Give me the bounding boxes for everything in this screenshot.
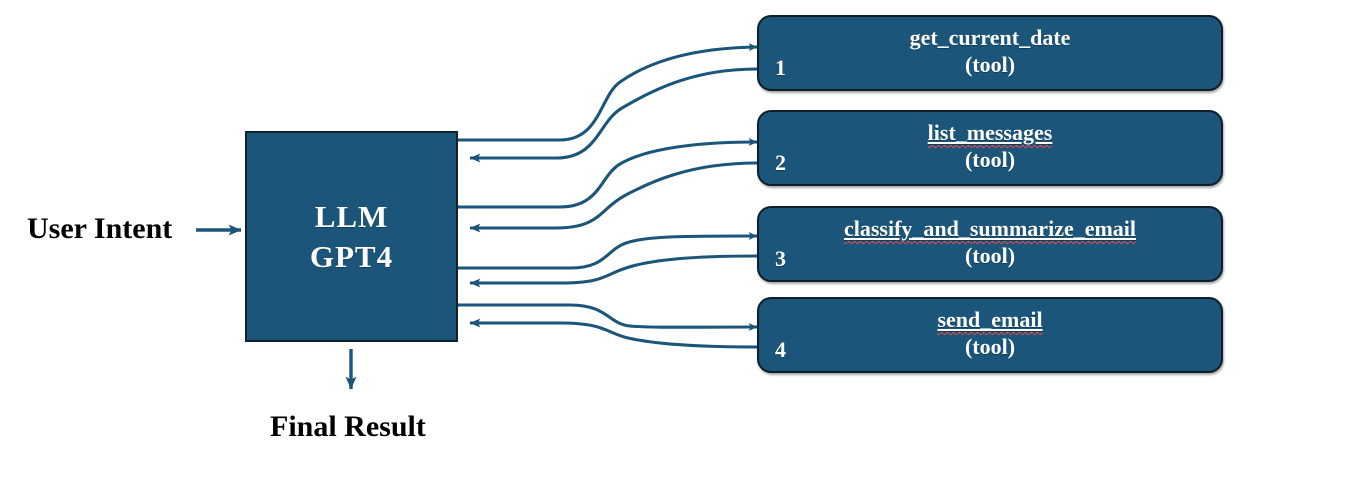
edge-tool-3-to-llm xyxy=(469,254,758,288)
edge-tool-1-to-llm xyxy=(469,67,758,163)
tool-name-1: get_current_date xyxy=(909,25,1071,50)
tool-box-2[interactable]: 2 list_messages (tool) xyxy=(757,110,1223,186)
tool-index-3: 3 xyxy=(775,246,786,271)
llm-core-line-1: LLM xyxy=(314,198,389,234)
tool-box-3[interactable]: 3 classify_and_summarize_email (tool) xyxy=(757,206,1223,282)
tool-name-2: list_messages xyxy=(927,120,1053,148)
tool-label-1: get_current_date (tool) xyxy=(759,25,1221,79)
user-intent-label: User Intent xyxy=(27,212,173,245)
edge-tool-2-to-llm xyxy=(469,161,758,233)
tool-name-3: classify_and_summarize_email xyxy=(843,216,1137,244)
edge-llm-to-tool-2 xyxy=(458,138,758,209)
edge-llm-to-tool-3 xyxy=(458,232,758,270)
final-result-label: Final Result xyxy=(270,410,426,443)
edge-llm-to-tool-4 xyxy=(458,303,758,332)
tool-index-1: 1 xyxy=(775,55,786,80)
tool-subtitle-2: (tool) xyxy=(964,146,1016,172)
tool-subtitle-1: (tool) xyxy=(964,51,1016,77)
tool-subtitle-3: (tool) xyxy=(964,242,1016,268)
tool-label-3: classify_and_summarize_email (tool) xyxy=(759,216,1221,270)
tool-index-4: 4 xyxy=(775,337,786,362)
tool-name-4: send_email xyxy=(937,307,1043,335)
edge-llm-to-tool-1 xyxy=(458,43,758,142)
tool-label-4: send_email (tool) xyxy=(759,307,1221,361)
llm-core-line-2: GPT4 xyxy=(309,238,394,274)
tool-box-4[interactable]: 4 send_email (tool) xyxy=(757,297,1223,373)
tool-box-1[interactable]: 1 get_current_date (tool) xyxy=(757,15,1223,91)
tool-subtitle-4: (tool) xyxy=(964,333,1016,359)
edge-tool-4-to-llm xyxy=(469,318,758,349)
llm-core-box[interactable]: LLM GPT4 xyxy=(245,131,458,342)
tool-index-2: 2 xyxy=(775,150,786,175)
tool-label-2: list_messages (tool) xyxy=(759,120,1221,174)
